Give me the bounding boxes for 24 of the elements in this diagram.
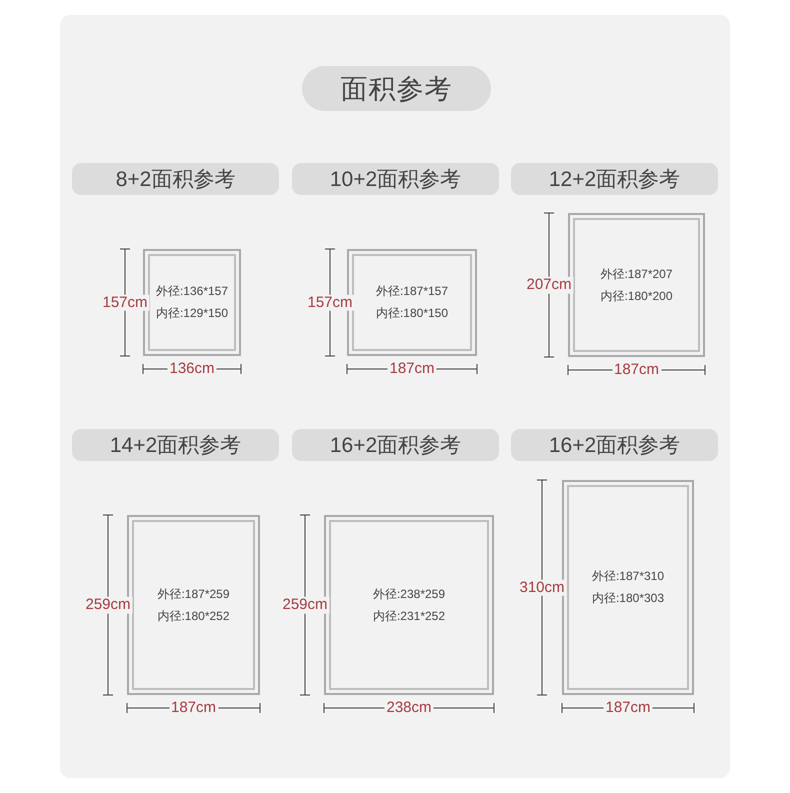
size-text: 外径:187*207 xyxy=(600,266,673,282)
size-text: 外径:187*157 xyxy=(376,283,448,300)
size-text: 内径:180*303 xyxy=(592,590,664,607)
size-text: 内径:129*150 xyxy=(156,305,228,322)
heading-pill: 12+2面积参考 xyxy=(511,163,718,195)
size-text: 内径:180*150 xyxy=(376,305,448,322)
dimension-label: 310cm xyxy=(517,579,567,596)
heading-pill: 14+2面积参考 xyxy=(72,429,279,461)
frame-outline xyxy=(562,480,694,695)
size-text: 内径:231*252 xyxy=(372,608,446,624)
size-text: 内径:180*200 xyxy=(600,288,673,304)
heading-pill: 16+2面积参考 xyxy=(292,429,499,461)
dimension-label: 207cm xyxy=(524,276,574,294)
heading-pill: 16+2面积参考 xyxy=(511,429,718,461)
heading-pill: 8+2面积参考 xyxy=(72,163,279,195)
size-text: 外径:136*157 xyxy=(156,283,228,300)
size-text: 外径:187*310 xyxy=(592,568,664,585)
dimension-label: 259cm xyxy=(83,596,133,614)
title-pill: 面积参考 xyxy=(302,66,491,111)
size-text: 外径:238*259 xyxy=(372,586,446,602)
size-text: 内径:180*252 xyxy=(157,608,230,624)
dimension-label: 259cm xyxy=(280,596,330,614)
size-text: 外径:187*259 xyxy=(157,586,230,602)
heading-pill: 10+2面积参考 xyxy=(292,163,499,195)
